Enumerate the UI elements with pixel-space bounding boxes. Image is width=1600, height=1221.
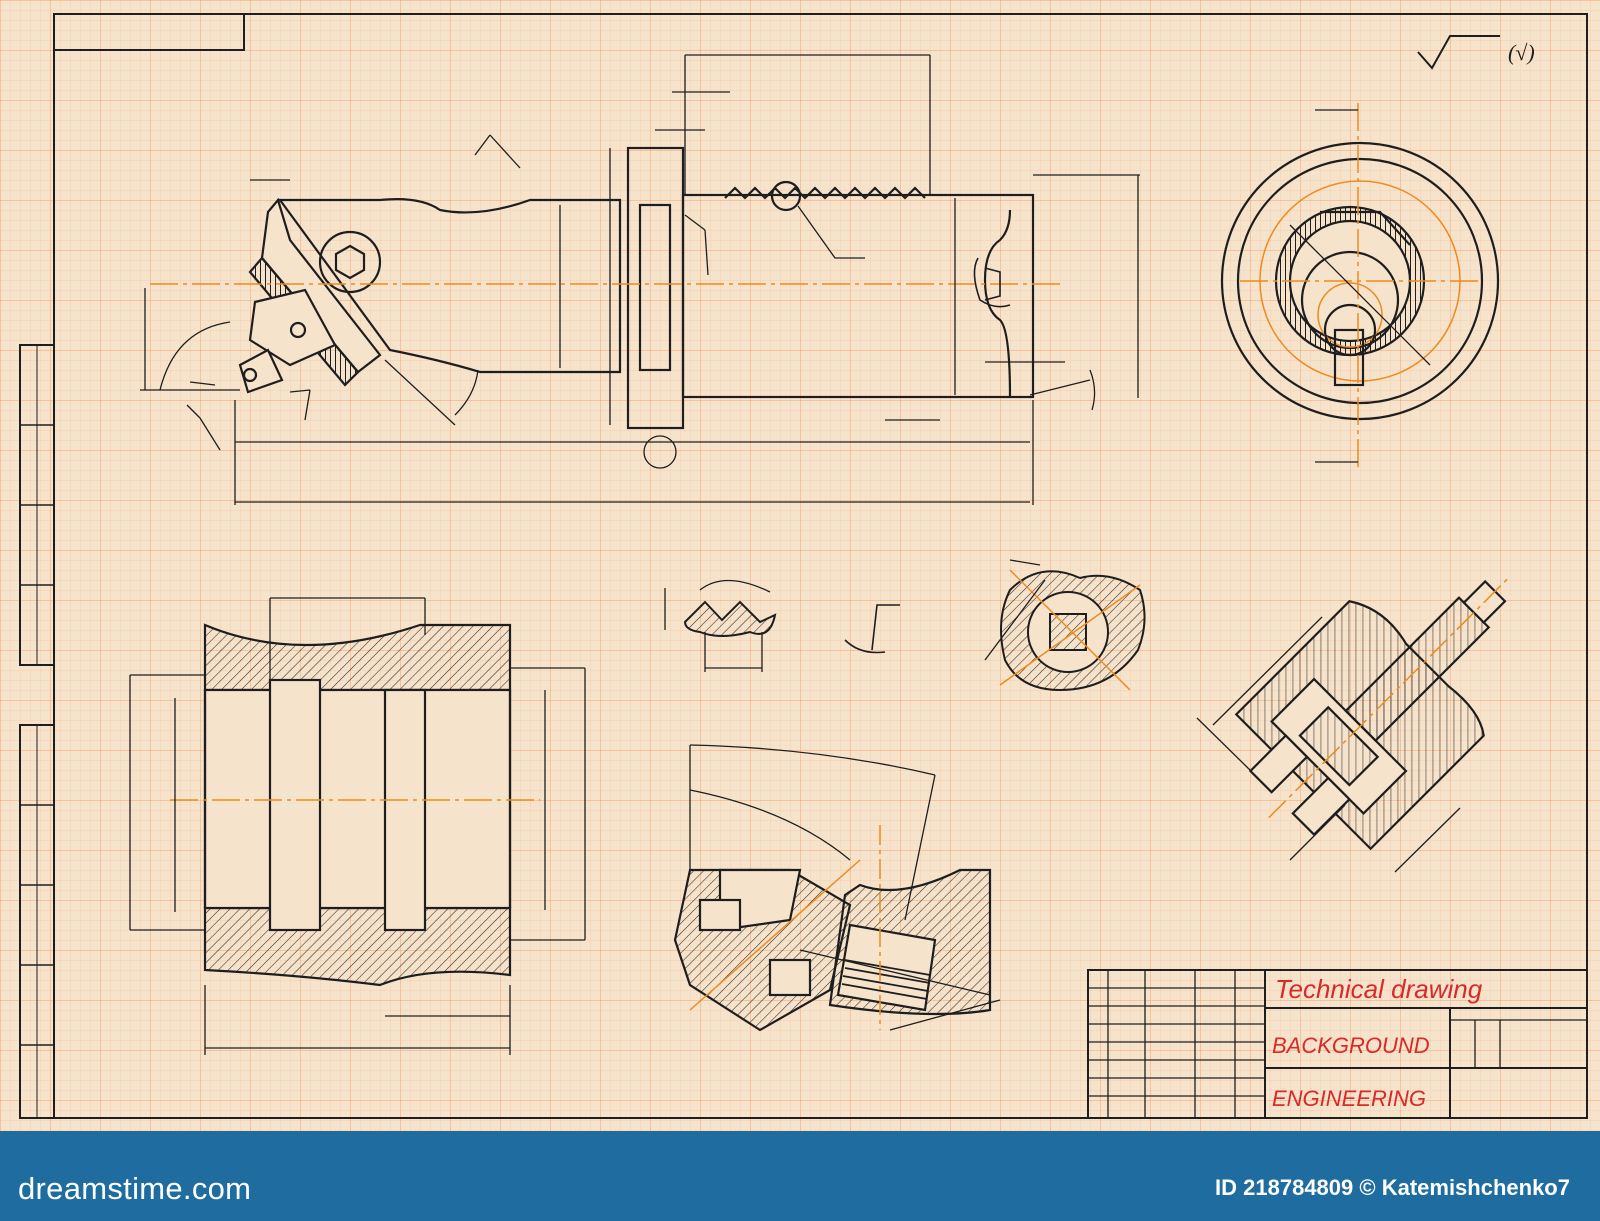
angled-detail [673, 825, 992, 1032]
surface-finish-note: (√) [1508, 40, 1535, 65]
main-view-dimensions [140, 54, 1140, 505]
rotated-assembly [1234, 576, 1510, 851]
footer-bar: dreamstime.com ID 218784809 © Katemishch… [0, 1131, 1600, 1221]
roughness-mark [844, 604, 900, 654]
round-section [984, 559, 1146, 692]
thread-detail [664, 579, 777, 672]
title-block-line2: BACKGROUND [1272, 1033, 1430, 1058]
title-block-title: Technical drawing [1275, 974, 1483, 1004]
surface-finish-symbol [1417, 35, 1500, 70]
title-block [1087, 969, 1588, 1119]
footer-credit: ID 218784809 © Katemishchenko7 [1215, 1175, 1570, 1200]
technical-drawing: (√) [19, 13, 1588, 1119]
sheet-frame [19, 13, 1588, 1119]
title-block-line3: ENGINEERING [1272, 1086, 1426, 1111]
end-view [1220, 103, 1500, 470]
main-side-view [150, 146, 1060, 430]
rotated-assembly-dimensions [1196, 616, 1461, 873]
section-view [170, 623, 540, 987]
footer-logo[interactable]: dreamstime.com [18, 1171, 252, 1206]
angled-detail-dimensions [689, 744, 1001, 1031]
section-view-dimensions [129, 597, 586, 1055]
